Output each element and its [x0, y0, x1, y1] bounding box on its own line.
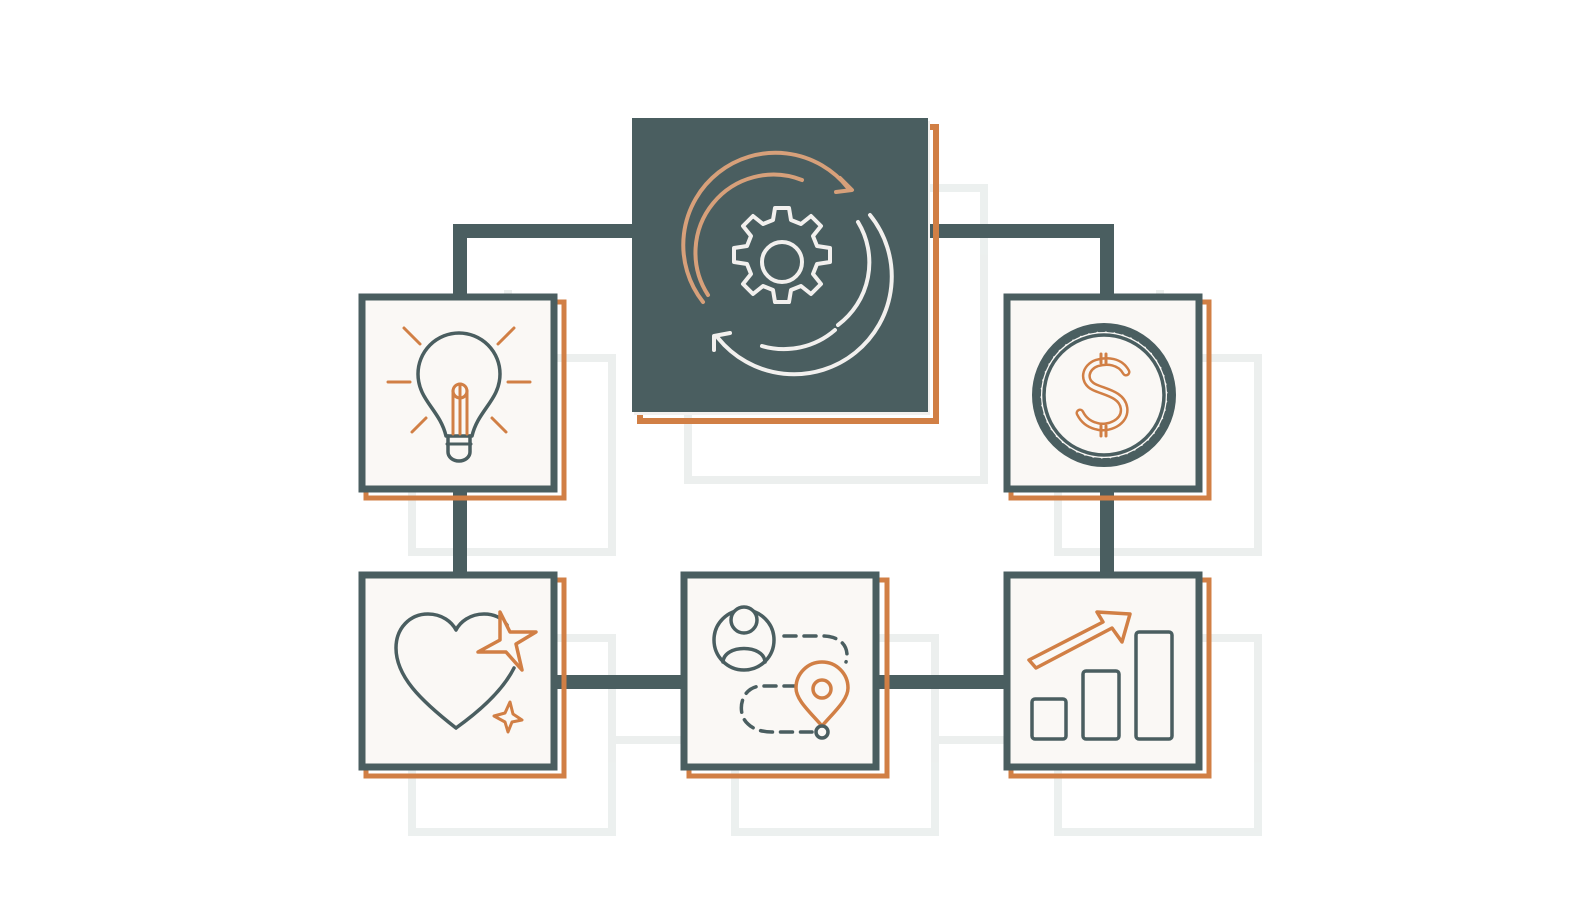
gear-cycle-icon [681, 150, 894, 377]
lightbulb-icon [386, 326, 532, 463]
node-journey [680, 571, 890, 779]
customer-journey-icon [712, 605, 850, 740]
center-node-box [632, 118, 928, 412]
node-idea [358, 293, 567, 501]
node-journey-box [680, 571, 880, 771]
heart-sparkle-icon [394, 610, 538, 734]
node-love-box [358, 571, 558, 771]
connector-center-idea [453, 224, 636, 298]
dollar-coin-icon [1032, 323, 1176, 467]
node-growth [1003, 571, 1212, 779]
connector-center-money [926, 224, 1114, 298]
center-node [632, 118, 939, 424]
node-idea-box [358, 293, 558, 493]
node-money [1003, 293, 1212, 501]
growth-chart-icon [1027, 610, 1174, 741]
node-love [358, 571, 567, 779]
connector-lines [453, 224, 1114, 689]
